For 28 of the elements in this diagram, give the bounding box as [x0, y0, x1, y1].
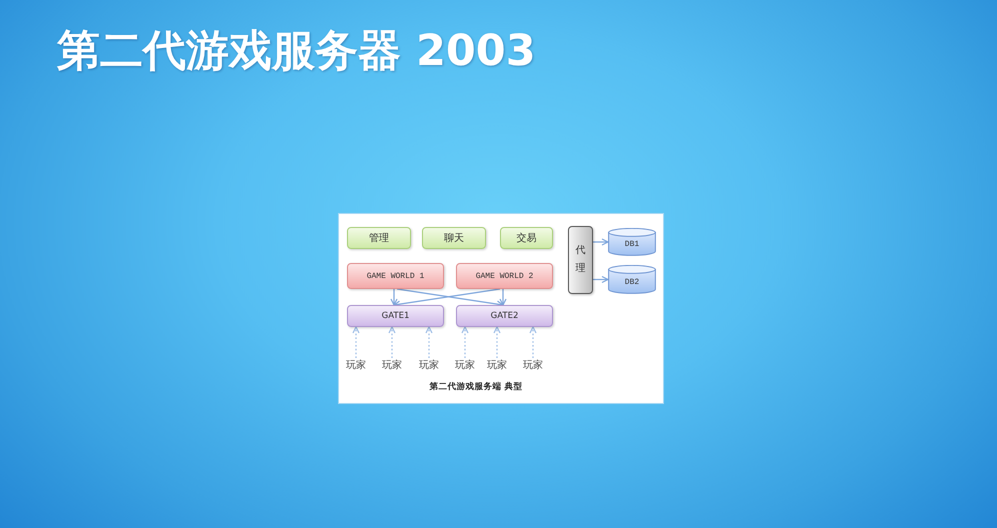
arrow: [529, 326, 537, 358]
player-label: 玩家: [345, 358, 367, 372]
arrow: [388, 326, 396, 358]
player-label: 玩家: [486, 358, 508, 372]
gate-box: GATE1: [347, 305, 444, 327]
arrow: [593, 276, 609, 284]
arrow: [499, 289, 507, 306]
arrow: [461, 326, 469, 358]
gate-box: GATE2: [456, 305, 553, 327]
service-box: 管理: [347, 227, 411, 249]
arrow: [352, 326, 360, 358]
arrow: [390, 289, 398, 306]
database-cylinder: DB2: [608, 265, 656, 294]
player-label: 玩家: [522, 358, 544, 372]
server-box: GAME WORLD 1: [347, 263, 444, 289]
server-box: GAME WORLD 2: [456, 263, 553, 289]
service-box: 聊天: [422, 227, 486, 249]
database-cylinder: DB1: [608, 228, 656, 256]
figure-caption: 第二代游戏服务端 典型: [428, 381, 524, 394]
slide-title: 第二代游戏服务器 2003: [57, 25, 536, 78]
arrow: [425, 326, 433, 358]
proxy-box: 代理: [568, 226, 593, 294]
player-label: 玩家: [418, 358, 440, 372]
arrow: [593, 238, 609, 246]
player-label: 玩家: [381, 358, 403, 372]
player-label: 玩家: [454, 358, 476, 372]
service-box: 交易: [500, 227, 553, 249]
arrow: [493, 326, 501, 358]
